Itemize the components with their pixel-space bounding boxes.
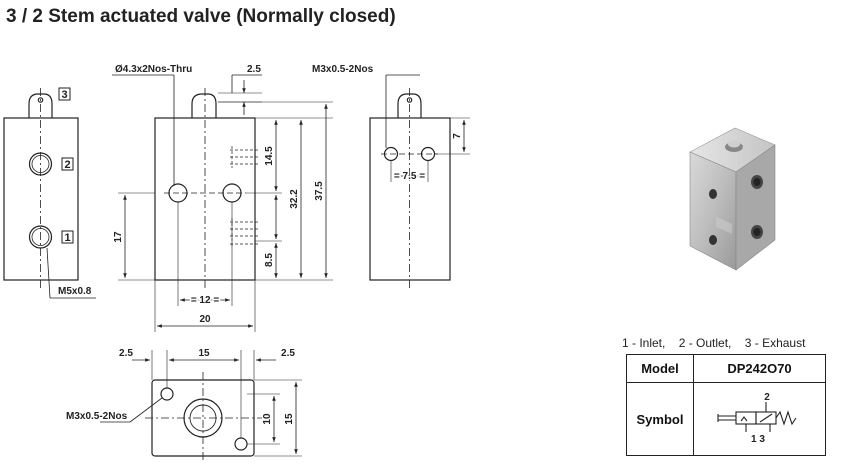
right-view xyxy=(369,74,470,290)
dim-20: 20 xyxy=(199,314,211,325)
model-label: Model xyxy=(626,354,694,383)
port-legend-exhaust: 3 - Exhaust xyxy=(744,336,806,350)
dim-8-5: 8.5 xyxy=(264,253,275,267)
spec-table: Model DP242O70 Symbol 2 xyxy=(626,354,826,456)
front-port-label-1: 1 xyxy=(64,232,70,244)
port-legend-inlet: 1 - Inlet, xyxy=(622,336,666,350)
bottom-thread-note: M3x0.5-2Nos xyxy=(66,411,128,422)
symbol-port-top: 2 xyxy=(764,392,770,403)
bottom-hole-right xyxy=(234,437,248,451)
port-legend-outlet: 2 - Outlet, xyxy=(678,336,732,350)
model-value: DP242O70 xyxy=(693,354,826,383)
side-view-stem xyxy=(191,93,217,118)
bottom-dim-left-2-5: 2.5 xyxy=(119,348,133,359)
bottom-dim-15-side: 15 xyxy=(284,413,295,425)
page-title: 3 / 2 Stem actuated valve (Normally clos… xyxy=(6,6,396,27)
dim-32-2: 32.2 xyxy=(289,189,300,209)
symbol-cell: 2 1 3 xyxy=(693,382,826,456)
bottom-dim-10: 10 xyxy=(262,413,273,425)
product-photo xyxy=(689,127,776,271)
bottom-view xyxy=(100,350,302,462)
dim-7-5: = 7.5 = xyxy=(394,171,425,182)
front-thread-label: M5x0.8 xyxy=(58,286,92,297)
bottom-dim-right-2-5: 2.5 xyxy=(281,348,295,359)
front-port-2 xyxy=(28,152,53,176)
front-view-stem xyxy=(28,93,53,118)
front-port-1 xyxy=(28,225,53,249)
dim-14-5: 14.5 xyxy=(264,146,275,166)
right-thread-note: M3x0.5-2Nos xyxy=(312,64,374,75)
bottom-dim-15: 15 xyxy=(198,348,210,359)
right-view-body xyxy=(369,117,451,281)
front-port-label-3: 3 xyxy=(61,89,67,101)
front-view-body xyxy=(3,117,79,281)
dim-12: = 12 = xyxy=(191,295,220,306)
bottom-hole-left xyxy=(160,387,174,401)
front-port-label-2: 2 xyxy=(64,159,70,171)
port-legend: 1 - Inlet, 2 - Outlet, 3 - Exhaust xyxy=(622,336,815,350)
symbol-label: Symbol xyxy=(626,382,694,456)
symbol-port-bottom: 1 3 xyxy=(751,434,765,445)
front-view xyxy=(3,87,96,299)
dim-37-5: 37.5 xyxy=(314,181,325,201)
side-hole-note: Ø4.3x2Nos-Thru xyxy=(115,64,192,75)
side-view xyxy=(112,74,333,332)
valve-symbol-icon: 2 1 3 xyxy=(716,392,796,445)
dim-7: 7 xyxy=(452,133,463,139)
dim-17: 17 xyxy=(113,231,124,243)
dim-stem-2-5: 2.5 xyxy=(247,64,261,75)
right-view-stem xyxy=(397,93,422,118)
